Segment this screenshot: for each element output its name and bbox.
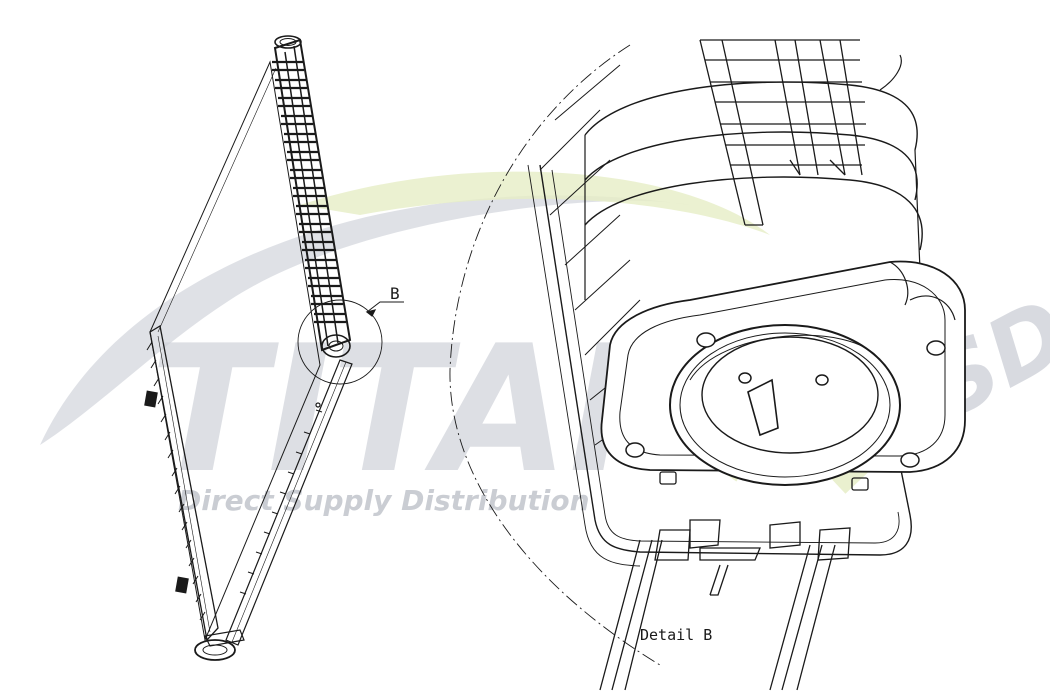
detail-bore-outer (669, 324, 901, 486)
assembly-cable-guide (272, 35, 352, 352)
assembly-overview (144, 35, 404, 661)
callout-circle (297, 299, 383, 385)
detail-view (449, 39, 966, 691)
callout-leader (366, 301, 404, 313)
detail-bore-inner (701, 336, 879, 454)
detail-spool-body (584, 81, 918, 151)
watermark-swoosh-green (300, 171, 770, 235)
detail-lower-rails (599, 471, 869, 691)
callout-label-b: B (390, 284, 400, 303)
assembly-lower-rail (225, 359, 353, 646)
watermark-tagline: Direct Supply Distribution (178, 484, 590, 517)
detail-lattice (699, 39, 866, 226)
assembly-left-rail-teeth (146, 341, 206, 621)
watermark-swoosh-grey (40, 195, 690, 445)
assembly-left-rail (149, 324, 219, 642)
detail-latch-tab (747, 378, 779, 437)
detail-label: Detail B (640, 626, 712, 644)
detail-flange-holes (625, 332, 946, 468)
detail-boundary-arc (449, 44, 661, 666)
assembly-panel-outline (149, 60, 321, 642)
assembly-bottom-cap (194, 639, 236, 661)
